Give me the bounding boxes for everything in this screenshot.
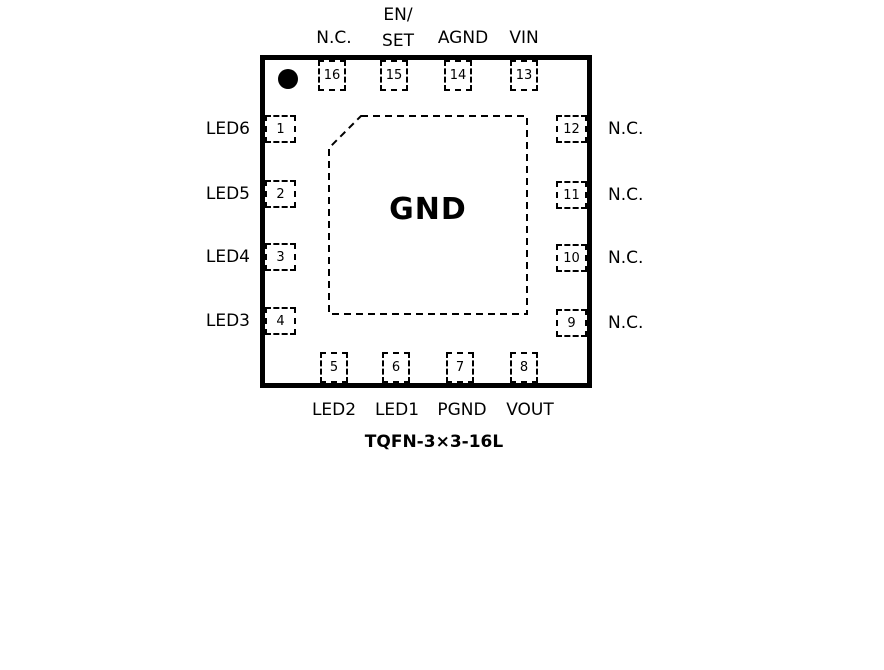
package-outline: GND 16 15 14 13 1 2 3 4 12 11 10 9 5 6 7…	[260, 55, 592, 388]
pin-16-label: N.C.	[316, 28, 352, 48]
pin-13-number: 13	[515, 68, 533, 83]
thermal-pad-label: GND	[389, 192, 467, 227]
pin-10-box: 10	[556, 244, 587, 272]
package-caption: TQFN-3×3-16L	[364, 432, 504, 452]
pin-7-number: 7	[455, 360, 465, 375]
pin-8-number: 8	[519, 360, 529, 375]
pin-8-box: 8	[510, 352, 538, 383]
pin-13-label: VIN	[509, 28, 539, 48]
pin-6-box: 6	[382, 352, 410, 383]
pin-2-box: 2	[265, 180, 296, 208]
pin-9-label: N.C.	[608, 313, 644, 333]
pin-1-number: 1	[276, 121, 285, 137]
pin-16-number: 16	[323, 68, 341, 83]
thermal-pad-outline	[328, 115, 528, 315]
pin-7-box: 7	[446, 352, 474, 383]
pin-4-box: 4	[265, 307, 296, 335]
pin-11-number: 11	[563, 187, 580, 203]
pin-12-box: 12	[556, 115, 587, 143]
pin-14-number: 14	[449, 68, 467, 83]
pin-12-label: N.C.	[608, 119, 644, 139]
pin-3-label: LED4	[205, 247, 250, 267]
pin1-indicator-dot	[278, 69, 298, 89]
pin-6-number: 6	[391, 360, 401, 375]
pin-2-number: 2	[276, 186, 285, 202]
pin-15-box: 15	[380, 60, 408, 91]
pin-2-label: LED5	[205, 184, 250, 204]
pin-7-label: PGND	[437, 400, 487, 420]
pin-4-number: 4	[276, 313, 285, 329]
pin-4-label: LED3	[205, 311, 250, 331]
pin-5-number: 5	[329, 360, 339, 375]
pin-12-number: 12	[563, 121, 580, 137]
pin-5-box: 5	[320, 352, 348, 383]
pin-9-box: 9	[556, 309, 587, 337]
pin-8-label: VOUT	[506, 400, 554, 420]
pin-3-box: 3	[265, 243, 296, 271]
pin-13-box: 13	[510, 60, 538, 91]
pin-1-box: 1	[265, 115, 296, 143]
pin-1-label: LED6	[205, 119, 250, 139]
pin-11-box: 11	[556, 181, 587, 209]
pin-16-box: 16	[318, 60, 346, 91]
pin-5-label: LED2	[311, 400, 357, 420]
pin-6-label: LED1	[374, 400, 420, 420]
pin-15-label: EN/ SET	[382, 5, 414, 51]
pin-11-label: N.C.	[608, 185, 644, 205]
pin-15-number: 15	[385, 68, 403, 83]
pin-14-label: AGND	[437, 28, 489, 48]
pin-3-number: 3	[276, 249, 285, 265]
pin-10-number: 10	[563, 250, 580, 266]
pin-10-label: N.C.	[608, 248, 644, 268]
pin-9-number: 9	[567, 315, 576, 331]
pin-14-box: 14	[444, 60, 472, 91]
